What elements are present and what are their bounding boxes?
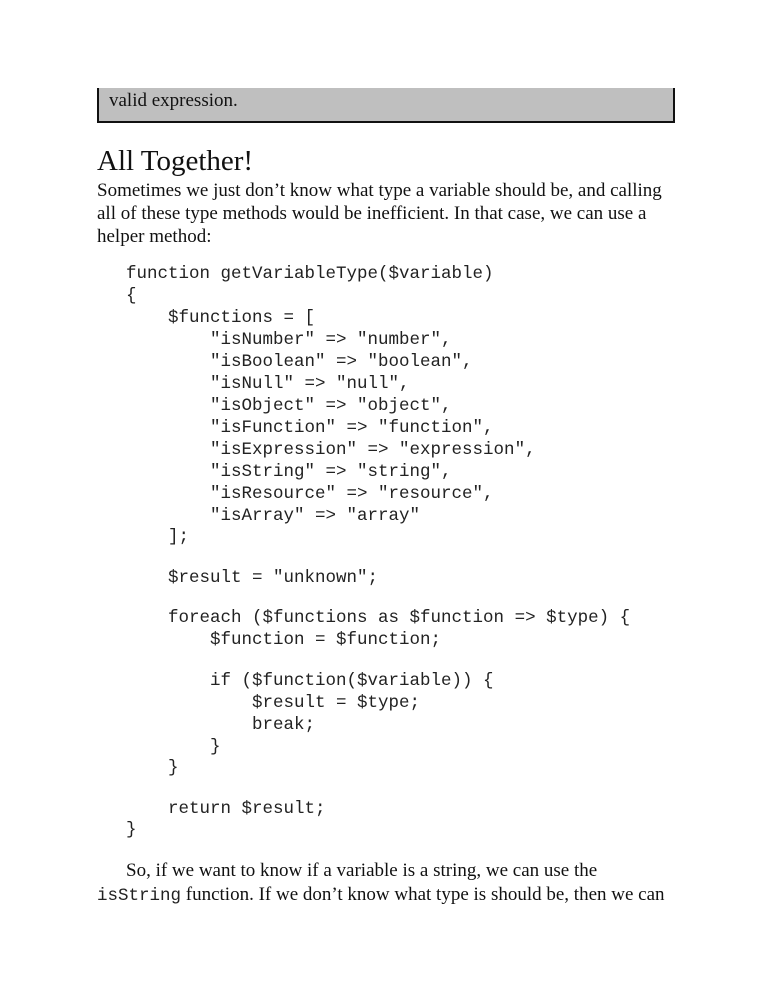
code-line: "isNumber" => "number",: [126, 330, 452, 350]
code-line: ];: [126, 527, 190, 547]
code-line: return $result;: [126, 799, 326, 819]
code-line: break;: [126, 715, 316, 735]
closing-line: isString function. If we don’t know what…: [97, 883, 665, 907]
code-line: $result = "unknown";: [126, 568, 379, 588]
code-line: foreach ($functions as $function => $typ…: [126, 608, 631, 628]
intro-paragraph: Sometimes we just don’t know what type a…: [97, 179, 662, 248]
code-line: "isArray" => "array": [126, 506, 421, 526]
closing-paragraph: So, if we want to know if a variable is …: [97, 859, 665, 907]
note-box: valid expression.: [97, 88, 675, 123]
intro-line: helper method:: [97, 226, 212, 247]
code-line: $result = $type;: [126, 693, 421, 713]
code-line: "isBoolean" => "boolean",: [126, 352, 473, 372]
code-line: function getVariableType($variable): [126, 264, 494, 284]
intro-line: all of these type methods would be ineff…: [97, 203, 647, 224]
code-line: }: [126, 737, 221, 757]
section-heading: All Together!: [97, 145, 254, 177]
intro-line: Sometimes we just don’t know what type a…: [97, 180, 662, 201]
inline-code: isString: [97, 886, 182, 906]
code-line: }: [126, 758, 179, 778]
code-line: "isResource" => "resource",: [126, 484, 494, 504]
code-line: }: [126, 820, 137, 840]
closing-line: So, if we want to know if a variable is …: [126, 860, 598, 881]
code-line: {: [126, 286, 137, 306]
code-line: "isExpression" => "expression",: [126, 440, 536, 460]
code-line: "isObject" => "object",: [126, 396, 452, 416]
code-line: "isFunction" => "function",: [126, 418, 494, 438]
code-line: "isString" => "string",: [126, 462, 452, 482]
code-line: $function = $function;: [126, 630, 442, 650]
note-text: valid expression.: [109, 90, 238, 111]
code-line: $functions = [: [126, 308, 316, 328]
closing-line-text: function. If we don’t know what type is …: [181, 884, 665, 905]
code-line: if ($function($variable)) {: [126, 671, 494, 691]
code-line: "isNull" => "null",: [126, 374, 410, 394]
